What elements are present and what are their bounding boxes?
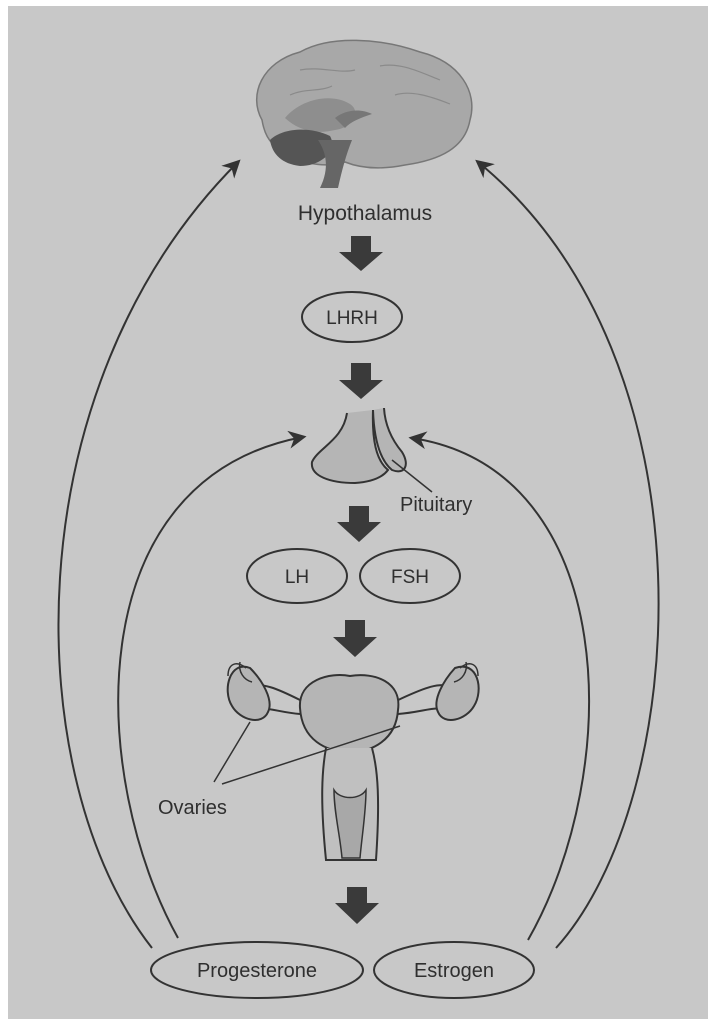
ovaries-label: Ovaries (158, 797, 227, 819)
fsh-label: FSH (391, 567, 429, 588)
lhrh-label: LHRH (326, 308, 378, 329)
progesterone-label: Progesterone (197, 960, 317, 982)
lh-label: LH (285, 567, 309, 588)
pituitary-label: Pituitary (400, 494, 472, 516)
hypothalamus-label: Hypothalamus (298, 202, 432, 225)
estrogen-label: Estrogen (414, 960, 494, 982)
